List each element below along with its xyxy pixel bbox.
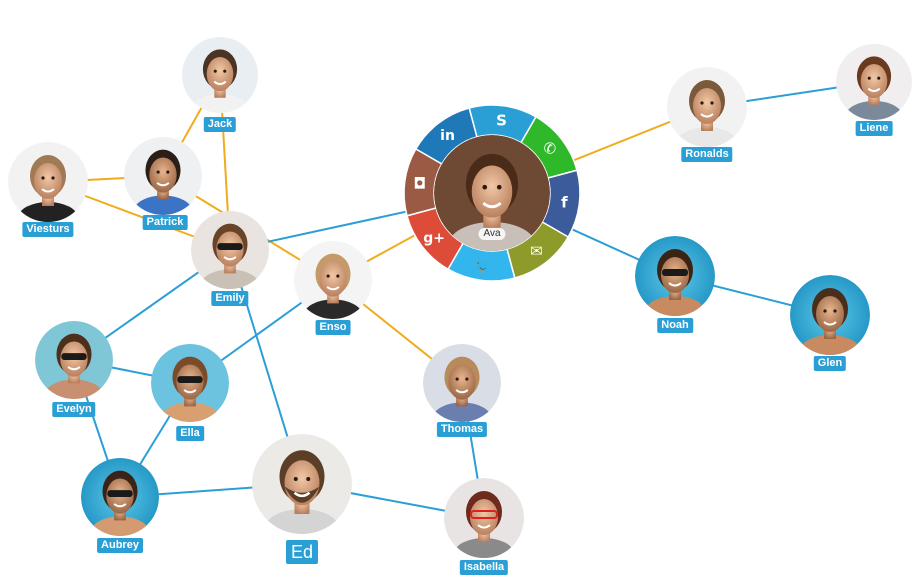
avatar-viesturs[interactable] — [8, 142, 88, 234]
name-label-liene[interactable]: Liene — [855, 121, 893, 136]
name-label-jack[interactable]: Jack — [203, 117, 237, 132]
avatar-noah[interactable] — [635, 236, 715, 328]
name-label-ed[interactable]: Ed — [285, 540, 319, 564]
avatar-isabella[interactable] — [444, 478, 524, 570]
name-label-ronalds[interactable]: Ronalds — [681, 147, 733, 162]
avatar-liene[interactable] — [836, 44, 912, 131]
whatsapp-icon: ✆ — [544, 140, 557, 158]
avatar-enso[interactable] — [294, 241, 372, 331]
facebook-icon: f — [561, 194, 568, 212]
name-label-ella[interactable]: Ella — [176, 426, 204, 441]
name-label-aubrey[interactable]: Aubrey — [97, 538, 143, 553]
name-label-glen[interactable]: Glen — [813, 356, 847, 371]
avatar-ed[interactable] — [252, 434, 352, 549]
name-label-emily[interactable]: Emily — [211, 291, 249, 306]
avatar-ava[interactable] — [434, 135, 550, 268]
name-label-enso[interactable]: Enso — [315, 320, 351, 335]
avatar-evelyn[interactable] — [35, 321, 113, 411]
avatar-jack[interactable] — [182, 37, 258, 124]
google-plus-icon: g+ — [423, 230, 445, 246]
name-label-ava[interactable]: Ava — [478, 228, 506, 240]
twitter-icon: 🐦 — [474, 258, 491, 274]
avatar-thomas[interactable] — [423, 344, 501, 434]
avatar-ella[interactable] — [151, 344, 229, 434]
avatar-glen[interactable] — [790, 275, 870, 367]
avatar-ronalds[interactable] — [667, 67, 747, 159]
instagram-icon: ◘ — [413, 174, 426, 192]
name-label-evelyn[interactable]: Evelyn — [52, 402, 96, 417]
skype-icon: S — [496, 112, 507, 130]
avatar-patrick[interactable] — [124, 137, 202, 227]
linkedin-icon: in — [440, 128, 455, 144]
name-label-isabella[interactable]: Isabella — [459, 560, 509, 575]
name-label-viesturs[interactable]: Viesturs — [22, 222, 74, 237]
name-label-noah[interactable]: Noah — [657, 318, 693, 333]
name-label-thomas[interactable]: Thomas — [436, 422, 488, 437]
avatar-aubrey[interactable] — [81, 458, 159, 548]
email-icon: ✉ — [530, 242, 543, 260]
name-label-patrick[interactable]: Patrick — [142, 215, 188, 230]
avatar-emily[interactable] — [191, 211, 269, 301]
